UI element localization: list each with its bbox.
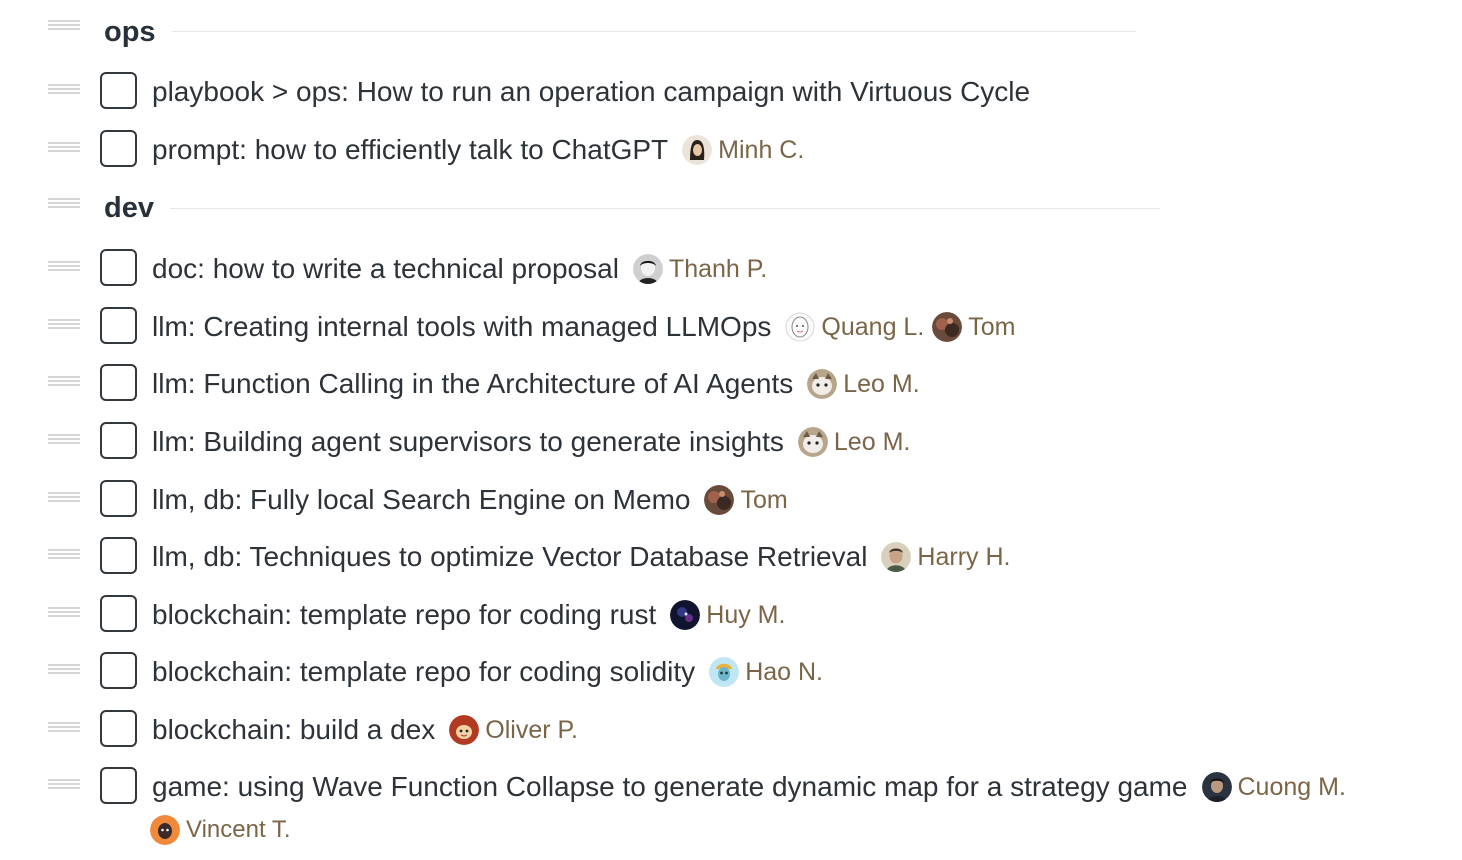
assignee-chip[interactable]: Hao N. — [709, 652, 823, 692]
task-title: llm: Building agent supervisors to gener… — [152, 426, 784, 457]
drag-handle-icon[interactable] — [48, 607, 80, 619]
task-row: doc: how to write a technical proposal T… — [0, 249, 1462, 295]
assignee-name: Cuong M. — [1237, 773, 1346, 801]
task-row: llm, db: Fully local Search Engine on Me… — [0, 480, 1462, 526]
drag-handle-icon[interactable] — [48, 549, 80, 561]
task-title: llm: Function Calling in the Architectur… — [152, 368, 794, 399]
task-row: blockchain: template repo for coding rus… — [0, 595, 1462, 641]
assignee-name: Oliver P. — [485, 716, 578, 744]
avatar-quang-icon — [785, 312, 815, 342]
drag-handle-icon[interactable] — [48, 20, 80, 32]
drag-handle-icon[interactable] — [48, 664, 80, 676]
task-row: game: using Wave Function Collapse to ge… — [0, 767, 1462, 857]
assignee-chip[interactable]: Cuong M. — [1201, 767, 1346, 807]
avatar-leo-icon — [797, 427, 828, 457]
task-title: llm: Creating internal tools with manage… — [152, 311, 772, 342]
assignee-chip[interactable]: Tom — [932, 307, 1016, 347]
task-title: prompt: how to efficiently talk to ChatG… — [152, 134, 669, 165]
avatar-tom-icon — [704, 485, 735, 515]
avatar-cuong-icon — [1201, 772, 1232, 802]
assignee-chip[interactable]: Minh C. — [682, 130, 804, 170]
task-title: blockchain: template repo for coding rus… — [152, 599, 657, 630]
task-checkbox[interactable] — [100, 72, 137, 109]
avatar-minh-icon — [682, 135, 713, 165]
avatar-huy-icon — [670, 600, 701, 630]
task-checkbox[interactable] — [100, 364, 137, 401]
assignee-name: Quang L. — [821, 313, 925, 341]
assignee-chip[interactable]: Tom — [704, 480, 788, 520]
section-divider — [170, 208, 1160, 209]
task-checkbox[interactable] — [100, 767, 137, 804]
task-title: blockchain: build a dex — [152, 714, 436, 745]
drag-handle-icon[interactable] — [48, 779, 80, 791]
assignee-chip[interactable]: Quang L. — [785, 307, 924, 347]
task-row: blockchain: template repo for coding sol… — [0, 652, 1462, 698]
avatar-harry-icon — [881, 542, 912, 572]
assignee-name: Tom — [968, 313, 1016, 341]
task-checkbox[interactable] — [100, 710, 137, 747]
task-checkbox[interactable] — [100, 130, 137, 167]
assignee-name: Tom — [740, 486, 788, 514]
task-row: llm: Creating internal tools with manage… — [0, 307, 1462, 353]
task-title: llm, db: Fully local Search Engine on Me… — [152, 484, 691, 515]
task-title: doc: how to write a technical proposal — [152, 253, 619, 284]
task-row: llm, db: Techniques to optimize Vector D… — [0, 537, 1462, 583]
assignee-name: Vincent T. — [186, 816, 291, 843]
assignee-name: Harry H. — [917, 543, 1011, 571]
drag-handle-icon[interactable] — [48, 84, 80, 96]
avatar-thanh-icon — [632, 254, 663, 284]
task-row: prompt: how to efficiently talk to ChatG… — [0, 130, 1462, 176]
avatar-vincent-icon — [150, 815, 180, 845]
section-divider — [172, 31, 1136, 32]
task-row: blockchain: build a dex Oliver P. — [0, 710, 1462, 756]
assignee-name: Leo M. — [843, 370, 920, 398]
drag-handle-icon[interactable] — [48, 722, 80, 734]
drag-handle-icon[interactable] — [48, 319, 80, 331]
assignee-chip[interactable]: Huy M. — [670, 595, 785, 635]
drag-handle-icon[interactable] — [48, 142, 80, 154]
avatar-hao-icon — [709, 657, 740, 687]
assignee-name: Minh C. — [718, 136, 805, 164]
assignee-chip[interactable]: Oliver P. — [449, 710, 578, 750]
task-title: blockchain: template repo for coding sol… — [152, 656, 696, 687]
avatar-oliver-icon — [449, 715, 480, 745]
task-row: llm: Building agent supervisors to gener… — [0, 422, 1462, 468]
task-row: llm: Function Calling in the Architectur… — [0, 364, 1462, 410]
avatar-leo-icon — [807, 369, 838, 399]
task-title: llm, db: Techniques to optimize Vector D… — [152, 541, 868, 572]
drag-handle-icon[interactable] — [48, 261, 80, 273]
section-title: dev — [104, 192, 154, 224]
assignee-chip[interactable]: Thanh P. — [632, 249, 768, 289]
task-checkbox[interactable] — [100, 537, 137, 574]
task-checkbox[interactable] — [100, 480, 137, 517]
section-title: ops — [104, 16, 156, 48]
task-checkbox[interactable] — [100, 249, 137, 286]
drag-handle-icon[interactable] — [48, 434, 80, 446]
task-checkbox[interactable] — [100, 595, 137, 632]
assignee-chip[interactable]: Harry H. — [881, 537, 1010, 577]
assignee-name: Thanh P. — [668, 255, 768, 283]
assignee-chip[interactable]: Vincent T. — [150, 810, 291, 850]
assignee-name: Leo M. — [833, 428, 911, 456]
avatar-tom-icon — [932, 312, 963, 342]
task-checkbox[interactable] — [100, 307, 137, 344]
drag-handle-icon[interactable] — [48, 492, 80, 504]
task-row: playbook > ops: How to run an operation … — [0, 72, 1462, 118]
section-heading-ops: ops — [0, 12, 1462, 52]
assignee-chip[interactable]: Leo M. — [807, 364, 920, 404]
task-checkbox[interactable] — [100, 652, 137, 689]
section-heading-dev: dev — [0, 188, 1462, 228]
task-title: playbook > ops: How to run an operation … — [152, 76, 1031, 107]
task-checkbox[interactable] — [100, 422, 137, 459]
assignee-chip[interactable]: Leo M. — [797, 422, 911, 462]
task-title: game: using Wave Function Collapse to ge… — [152, 771, 1188, 802]
drag-handle-icon[interactable] — [48, 198, 80, 210]
assignee-name: Hao N. — [745, 658, 823, 686]
assignee-name: Huy M. — [706, 601, 786, 629]
drag-handle-icon[interactable] — [48, 376, 80, 388]
